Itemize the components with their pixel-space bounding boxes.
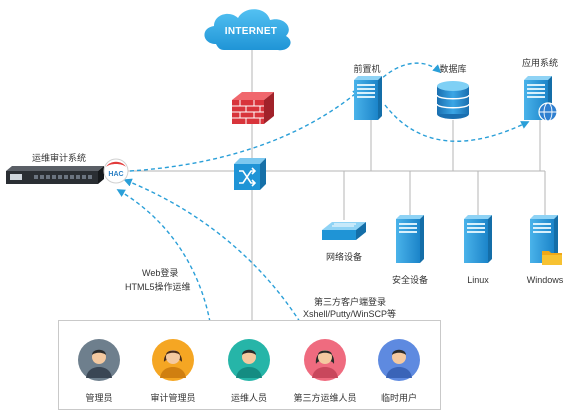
database-icon: [436, 81, 470, 119]
flow-front-to-app: [384, 104, 530, 142]
flow-web-login: [116, 189, 211, 323]
user-temporary: 临时用户: [364, 338, 434, 404]
operator-avatar-icon: [228, 339, 270, 381]
access-flows: [116, 62, 530, 323]
app-system-icon: [524, 76, 558, 122]
linux-server-icon: [464, 215, 492, 263]
html5-ops-label: HTML5操作运维: [125, 282, 191, 292]
front-server-label: 前置机: [353, 64, 381, 74]
security-device-icon: [396, 215, 424, 263]
web-login-label: Web登录: [142, 268, 179, 278]
user-operator: 运维人员: [214, 338, 284, 404]
user-temporary-label: 临时用户: [380, 393, 417, 403]
windows-server-icon: [530, 215, 562, 265]
user-admin: 管理员: [64, 338, 134, 404]
user-third-party: 第三方运维人员: [290, 338, 360, 404]
hac-appliance: HAC: [6, 158, 129, 184]
windows-label: Windows: [526, 275, 564, 285]
third-party-avatar-icon: [304, 339, 346, 381]
client-login-label: 第三方客户端登录: [314, 297, 387, 307]
database-label: 数据库: [439, 64, 467, 74]
front-server-icon: [354, 76, 382, 120]
internet-cloud: [204, 9, 291, 51]
flow-client-login: [123, 178, 301, 323]
flow-front-to-db: [377, 62, 442, 83]
hac-badge: HAC: [108, 171, 123, 178]
security-device-label: 安全设备: [391, 275, 429, 285]
app-system-label: 应用系统: [521, 58, 559, 68]
client-tools-label: Xshell/Putty/WinSCP等: [303, 309, 397, 319]
temporary-avatar-icon: [378, 339, 420, 381]
auditor-avatar-icon: [152, 339, 194, 381]
user-auditor-label: 审计管理员: [150, 393, 196, 403]
flow-hac-to-front: [129, 88, 362, 172]
user-operator-label: 运维人员: [230, 393, 267, 403]
firewall-icon: [232, 92, 274, 124]
linux-label: Linux: [467, 275, 489, 285]
network-device-label: 网络设备: [325, 252, 363, 262]
switch-icon: [234, 158, 266, 190]
user-auditor: 审计管理员: [138, 338, 208, 404]
internet-label: INTERNET: [224, 26, 278, 37]
network-device-icon: [322, 222, 366, 240]
hac-system-label: 运维审计系统: [32, 153, 87, 163]
user-admin-label: 管理员: [85, 393, 113, 403]
admin-avatar-icon: [78, 339, 120, 381]
user-third-party-label: 第三方运维人员: [293, 393, 357, 403]
